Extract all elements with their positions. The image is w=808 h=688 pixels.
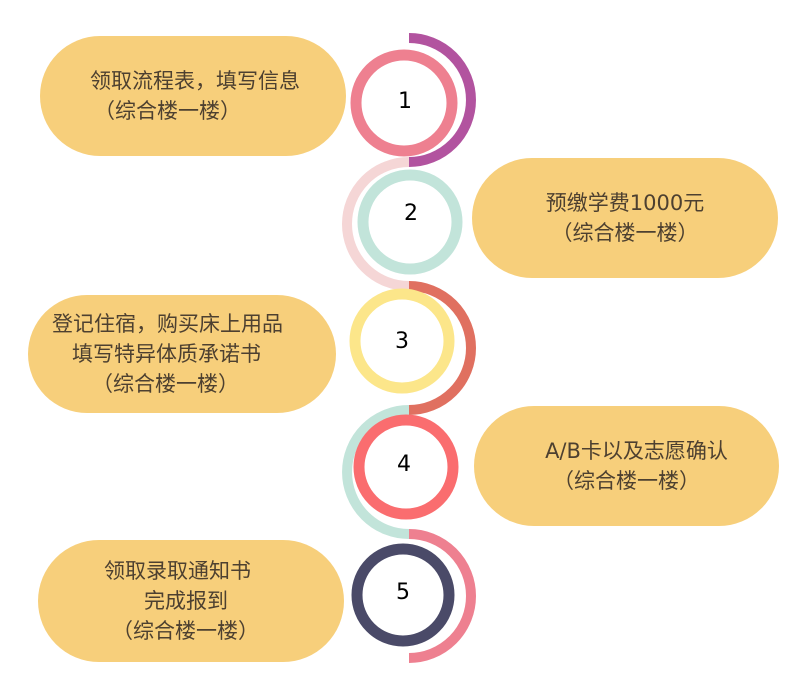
step-5-line-1: 领取录取通知书 xyxy=(104,559,251,583)
step-1-ring xyxy=(350,49,458,157)
step-1-outer-arc xyxy=(408,33,476,167)
step-2-line-1: 预缴学费1000元 xyxy=(545,191,705,215)
step-1-box: 领取流程表，填写信息 （综合楼一楼） xyxy=(40,36,346,156)
step-4-line-1: A/B卡以及志愿确认 xyxy=(545,439,728,463)
step-4-line-2: （综合楼一楼） xyxy=(553,469,700,493)
step-3-number: 3 xyxy=(395,329,409,354)
step-3-ring xyxy=(349,288,455,394)
step-5-ring xyxy=(351,543,455,647)
step-4-ring xyxy=(353,414,459,520)
step-5-outer-arc xyxy=(408,529,476,663)
step-2-line-2: （综合楼一楼） xyxy=(551,221,699,245)
step-3-line-3: （综合楼一楼） xyxy=(92,372,239,396)
step-2-number: 2 xyxy=(404,201,418,226)
step-2-box: 预缴学费1000元 （综合楼一楼） xyxy=(472,158,778,278)
step-4-outer-arc xyxy=(342,405,410,539)
step-3-line-2: 填写特异体质承诺书 xyxy=(72,342,261,366)
step-5-number: 5 xyxy=(396,580,410,605)
step-2-ring xyxy=(357,169,463,275)
step-1-line-2: （综合楼一楼） xyxy=(94,99,241,123)
step-5-line-2: 完成报到 xyxy=(144,589,228,613)
step-3-box: 登记住宿，购买床上用品 填写特异体质承诺书 （综合楼一楼） xyxy=(28,295,336,413)
step-3-line-1: 登记住宿，购买床上用品 xyxy=(52,312,283,336)
step-2-outer-arc xyxy=(342,157,410,291)
step-3-outer-arc xyxy=(408,281,476,415)
step-4-number: 4 xyxy=(397,452,411,477)
step-5-line-3: （综合楼一楼） xyxy=(112,619,259,643)
step-5-box: 领取录取通知书 完成报到 （综合楼一楼） xyxy=(38,540,344,662)
step-1-number: 1 xyxy=(398,89,412,114)
step-1-line-1: 领取流程表，填写信息 xyxy=(90,69,300,93)
step-4-box: A/B卡以及志愿确认 （综合楼一楼） xyxy=(474,406,779,526)
